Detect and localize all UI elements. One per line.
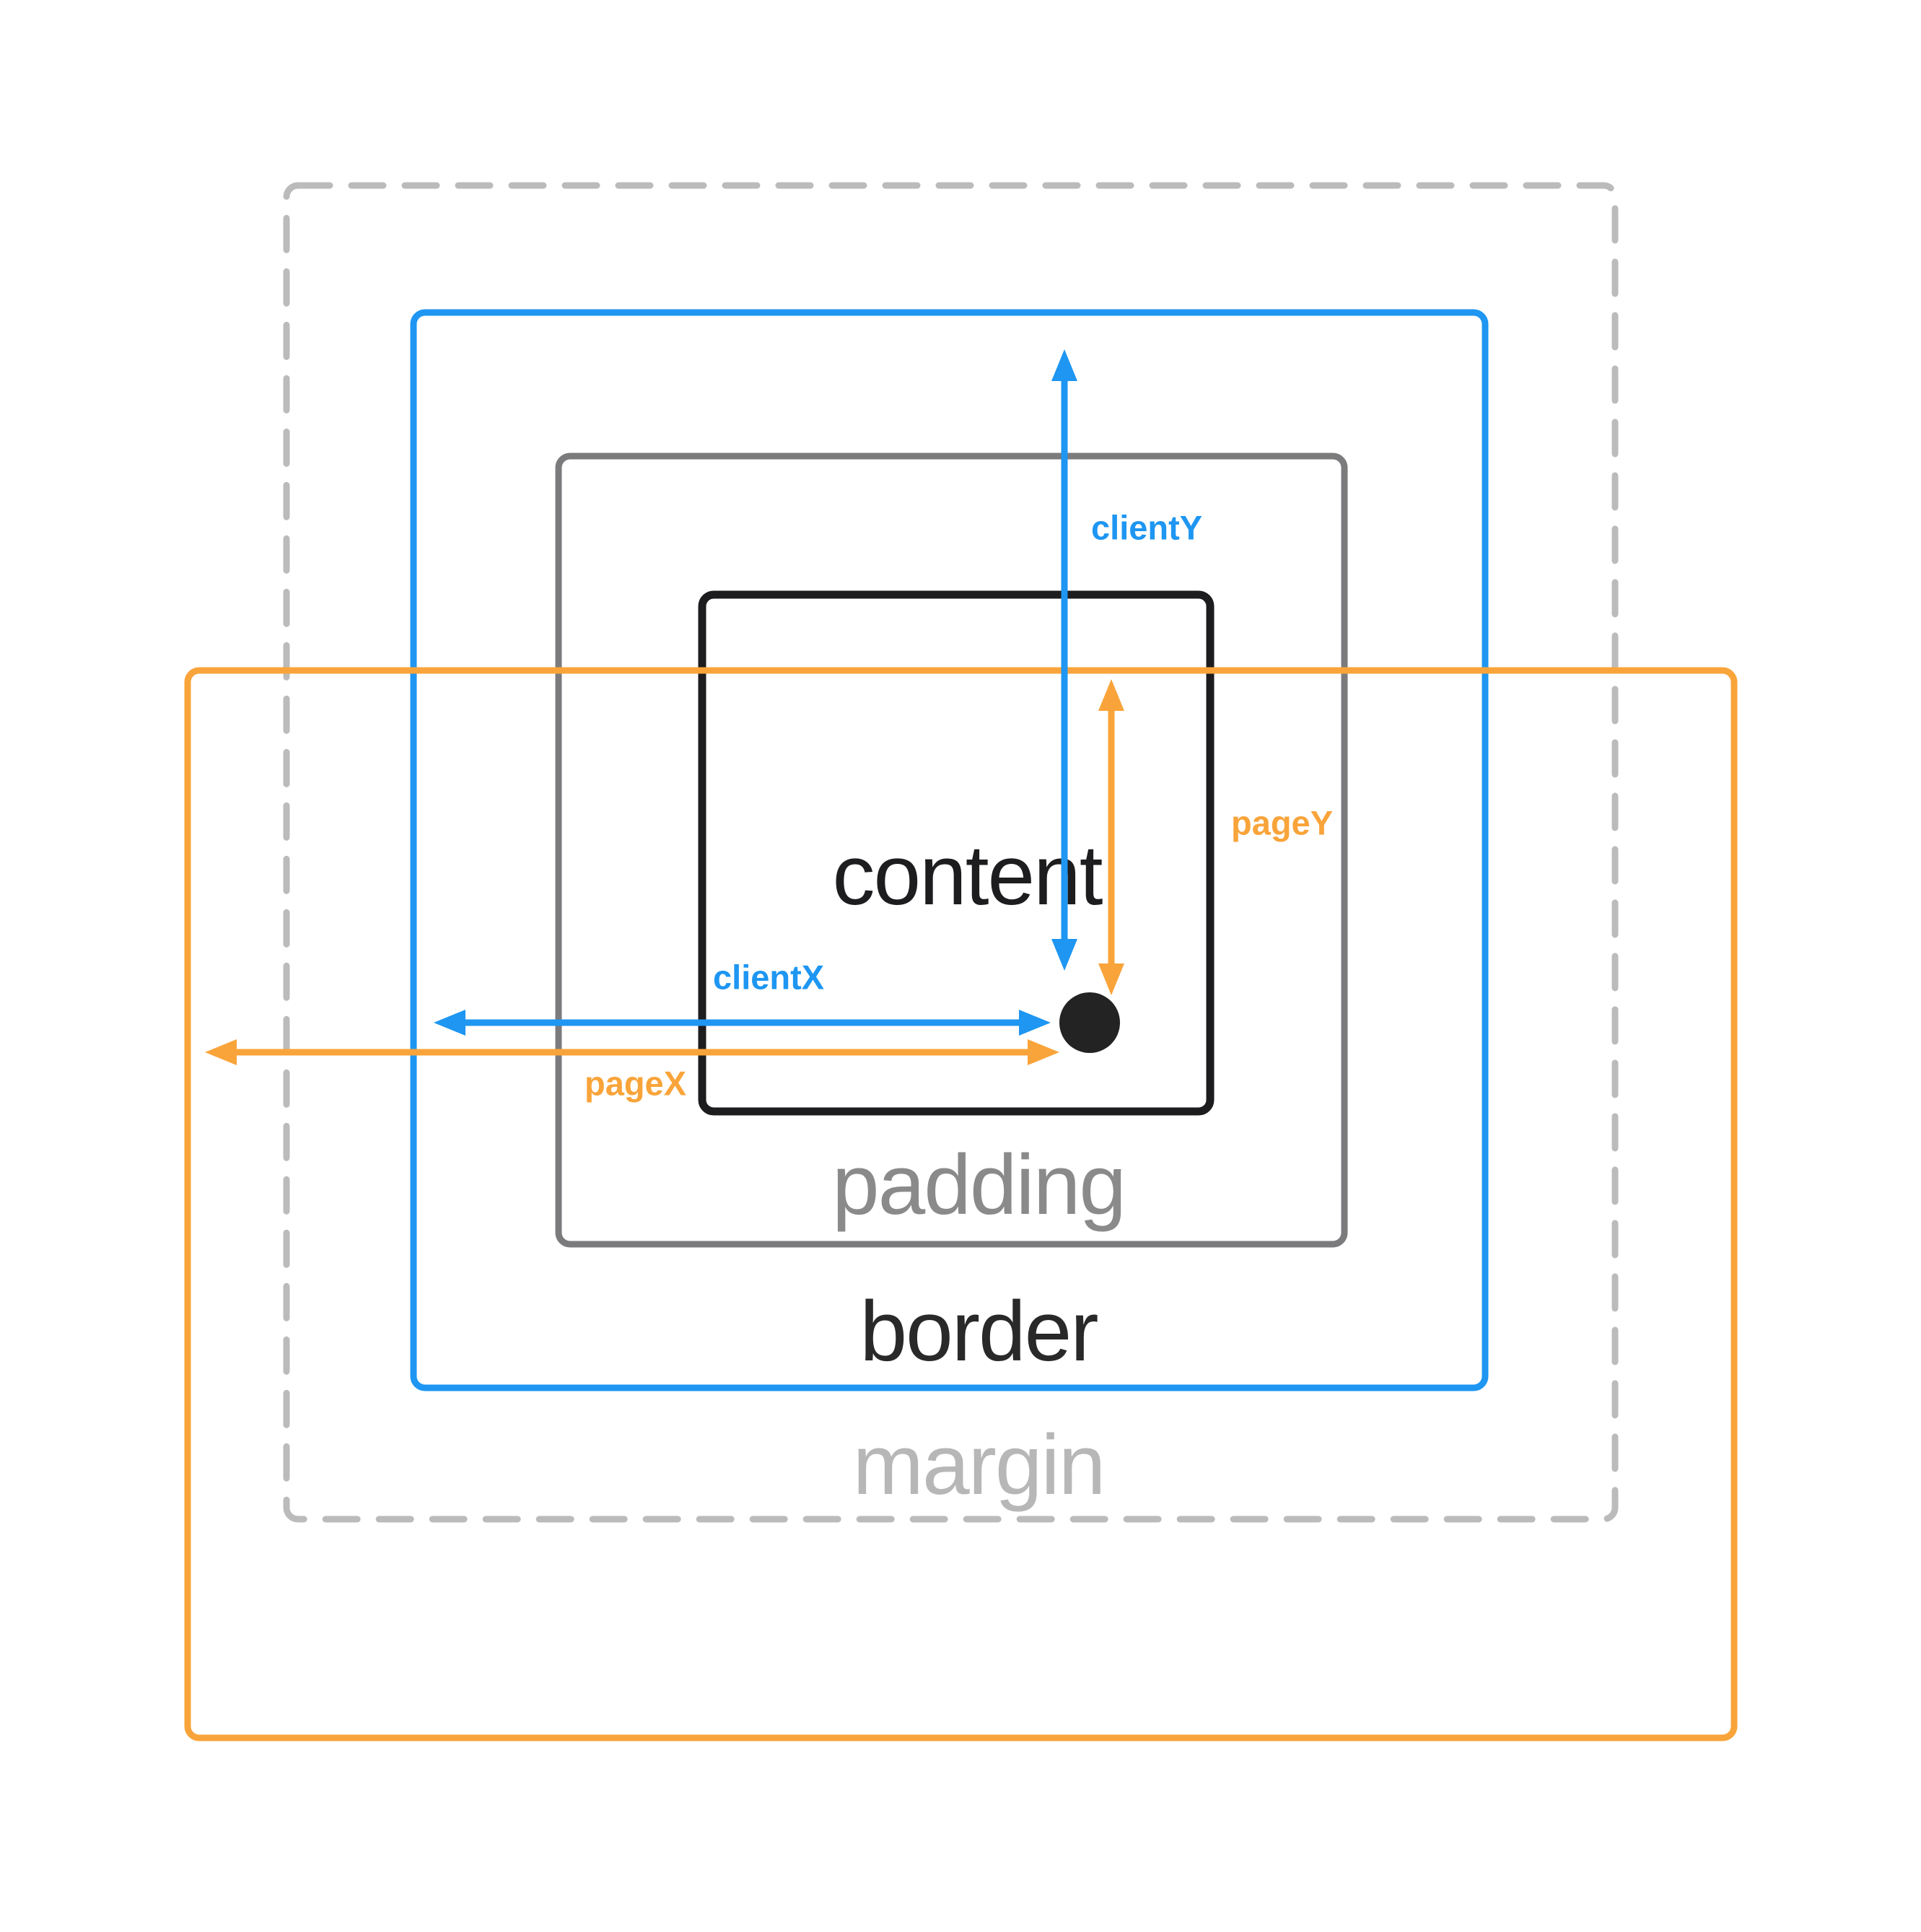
border-label: border xyxy=(859,1284,1098,1379)
content-box xyxy=(698,590,1215,1116)
pagex-arrowhead-left xyxy=(205,1039,237,1065)
clientx-arrowhead-left xyxy=(434,1010,465,1036)
clienty-arrow xyxy=(1051,349,1077,971)
pagex-arrow xyxy=(205,1039,1059,1065)
content-label: content xyxy=(832,828,1102,923)
padding-label: padding xyxy=(832,1137,1125,1233)
pagey-arrowhead-down xyxy=(1098,963,1124,995)
clienty-label: clientY xyxy=(1091,509,1202,547)
margin-box xyxy=(283,182,1619,1523)
clienty-arrowhead-up xyxy=(1051,349,1077,381)
border-box xyxy=(410,309,1489,1391)
pagex-arrowhead-right xyxy=(1028,1039,1059,1065)
clientx-arrowhead-right xyxy=(1019,1010,1051,1036)
pagex-label: pageX xyxy=(585,1065,686,1103)
clientx-label: clientX xyxy=(713,958,824,997)
padding-box xyxy=(555,453,1348,1248)
point-dot xyxy=(1059,992,1120,1053)
pagey-label: pageY xyxy=(1231,804,1333,842)
clientx-arrow xyxy=(434,1010,1051,1036)
margin-label: margin xyxy=(853,1417,1105,1513)
pagey-arrow xyxy=(1098,679,1124,995)
page-box xyxy=(184,667,1738,1741)
pagey-arrowhead-up xyxy=(1098,679,1124,711)
clienty-arrowhead-down xyxy=(1051,939,1077,971)
